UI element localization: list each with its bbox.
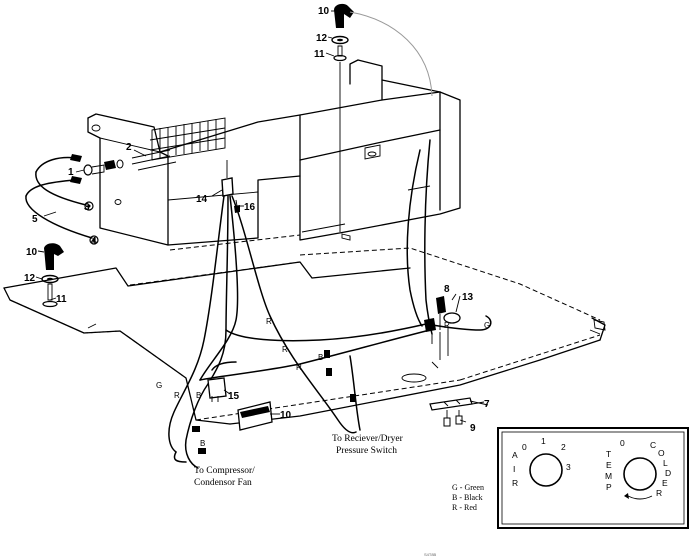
wire-label-r: R: [282, 345, 288, 354]
callout-16: 16: [244, 202, 256, 213]
callout-8: 8: [444, 284, 450, 295]
air-scale-2: 2: [561, 442, 566, 452]
temp-label-p: P: [606, 482, 612, 492]
legend-black: B - Black: [452, 493, 483, 502]
wire-label-r: R: [296, 363, 302, 372]
callout-9: 9: [470, 423, 476, 434]
temp-label-e: E: [606, 460, 612, 470]
compressor-caption-line1: To Compressor/: [194, 466, 255, 476]
leader-lines: [35, 10, 485, 423]
callout-1: 1: [68, 167, 74, 178]
cold-label-o: O: [658, 448, 665, 458]
wire-label-b: B: [196, 391, 201, 400]
control-panel-inset: A I R 0 1 2 3 T E M P 0 C O L D E R: [497, 427, 689, 529]
callout-12-left: 12: [24, 273, 36, 284]
wire-label-r: R: [444, 321, 450, 330]
wire-label-b: B: [200, 439, 205, 448]
callout-13: 13: [462, 292, 474, 303]
evaporator-housing: [87, 59, 461, 246]
temp-label-m: M: [605, 471, 612, 481]
cold-label-l: L: [663, 458, 668, 468]
receiver-caption-line1: To Reciever/Dryer: [332, 434, 404, 444]
wire-label-r: R: [266, 317, 272, 326]
callout-11-top: 11: [314, 49, 325, 60]
er-label-e: E: [662, 478, 668, 488]
temp-rotation-arrow-icon: [627, 495, 653, 500]
callout-5: 5: [32, 214, 38, 225]
wire-color-legend: G - Green B - Black R - Red: [452, 483, 484, 512]
callout-15: 15: [228, 391, 240, 402]
drawing-code: S4T8B: [424, 552, 437, 557]
top-fitting-assembly: [331, 3, 433, 232]
legend-green: G - Green: [452, 483, 484, 492]
destination-captions: To Compressor/ Condensor Fan To Reciever…: [194, 434, 404, 488]
temp-zero: 0: [620, 438, 625, 448]
er-label-r: R: [656, 488, 662, 498]
floor-panel: [3, 234, 606, 425]
receiver-caption-line2: Pressure Switch: [336, 446, 397, 456]
callout-10-top: 10: [318, 6, 330, 17]
arrowhead-icon: [624, 493, 629, 499]
air-knob: [529, 453, 563, 487]
callout-10-relay: 10: [280, 410, 292, 421]
air-scale-1: 1: [541, 436, 546, 446]
callout-numbers: 10 12 11 10 12 11 1 2 3 4 5 14 16 8 13 1…: [24, 6, 490, 434]
callout-7: 7: [484, 399, 490, 410]
mounting-bracket: [429, 397, 489, 427]
temp-knob: [623, 457, 657, 491]
callout-10-left: 10: [26, 247, 38, 258]
wire-color-labels: R R R R R B B B G G: [156, 317, 490, 448]
wiring-harness: [168, 139, 492, 469]
temp-label-t: T: [606, 449, 611, 459]
air-label-r: R: [512, 478, 518, 488]
callout-3: 3: [84, 202, 90, 213]
wire-label-b: B: [318, 353, 323, 362]
air-scale-3: 3: [566, 462, 571, 472]
pressure-switch-assembly: [424, 296, 461, 360]
cold-label-c: C: [650, 440, 656, 450]
wire-label-r: R: [174, 391, 180, 400]
callout-11-left: 11: [56, 294, 67, 305]
wire-label-g: G: [156, 381, 162, 390]
callout-4: 4: [91, 236, 97, 247]
air-label-i: I: [513, 464, 515, 474]
air-label-a: A: [512, 450, 518, 460]
sensor-cable-assembly: [25, 149, 177, 245]
callout-2: 2: [126, 142, 132, 153]
cold-label-d: D: [665, 468, 671, 478]
callout-12-top: 12: [316, 33, 328, 44]
callout-14: 14: [196, 194, 208, 205]
wire-label-g: G: [484, 321, 490, 330]
air-scale-0: 0: [522, 442, 527, 452]
legend-red: R - Red: [452, 503, 477, 512]
compressor-caption-line2: Condensor Fan: [194, 478, 252, 488]
